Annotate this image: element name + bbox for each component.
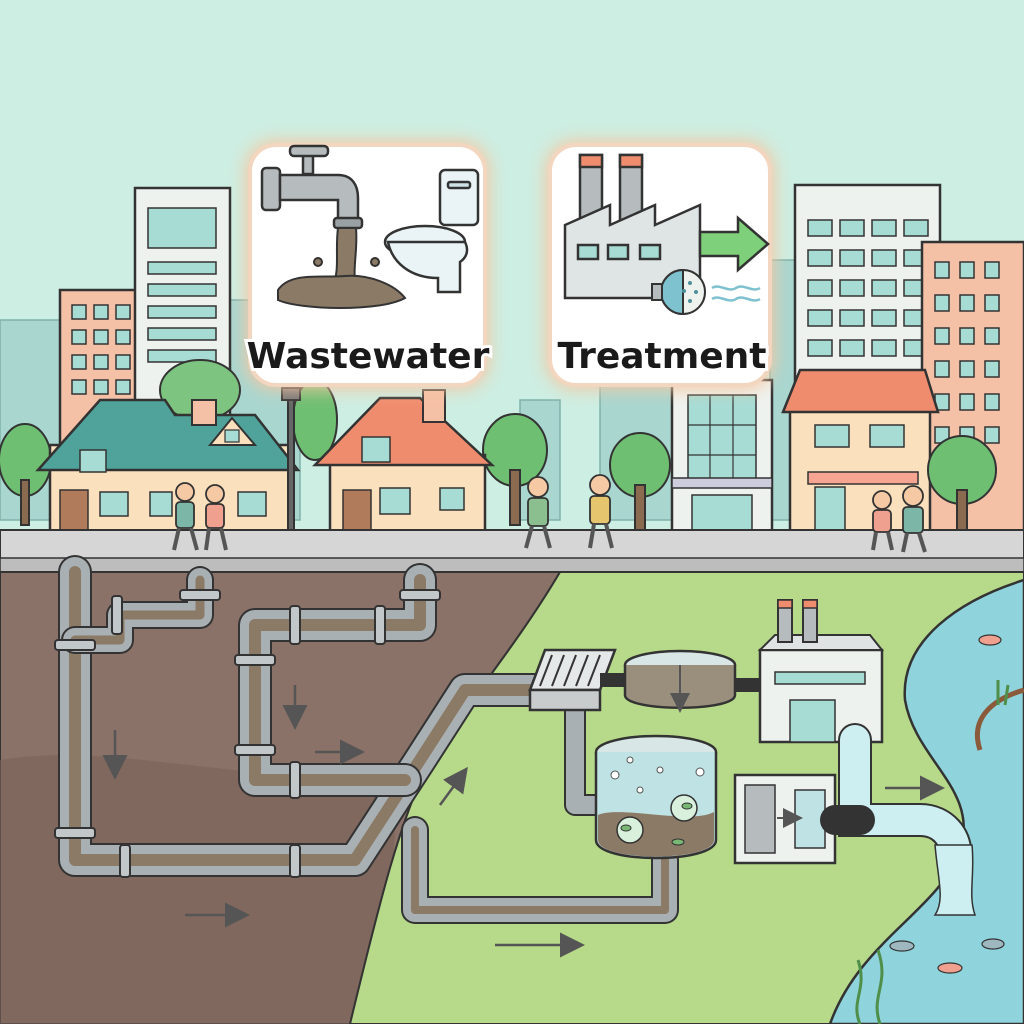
river-bank [974, 687, 1024, 751]
glass-office-building [670, 378, 774, 542]
house-green-roof [35, 398, 301, 537]
person [204, 484, 228, 551]
arrow-right-icon [698, 215, 770, 273]
person [901, 485, 927, 553]
filter-bubbles-icon [651, 268, 761, 316]
screening-unit [528, 648, 617, 712]
soil-layer [0, 755, 400, 1024]
building-white-tall-right [793, 183, 942, 437]
pedestrians [172, 474, 927, 553]
dirty-water-puddle-icon [277, 227, 407, 309]
person [524, 476, 552, 549]
settling-tank [623, 649, 737, 713]
faucet-icon [260, 144, 364, 230]
filtration-unit [733, 773, 837, 865]
treatment-label: Treatment [557, 336, 766, 377]
factory-icon [563, 153, 702, 300]
sidewalk [0, 529, 1024, 561]
water-outflow [933, 844, 977, 916]
treatment-building [757, 599, 885, 744]
fish [889, 634, 1005, 974]
sewer-pipe-network [58, 555, 679, 924]
road-edge [0, 557, 1024, 573]
wastewater-label: Wastewater [247, 336, 490, 377]
person [588, 474, 614, 549]
trees [0, 359, 997, 536]
person [172, 482, 199, 551]
person [871, 490, 894, 551]
seaweed [855, 680, 1010, 1024]
river [828, 578, 1024, 1024]
toilet-icon [383, 168, 480, 294]
pipe-joints [54, 589, 441, 878]
house-orange-roof [312, 389, 496, 539]
flow-arrows [102, 685, 945, 958]
aeration-tank [594, 734, 718, 860]
